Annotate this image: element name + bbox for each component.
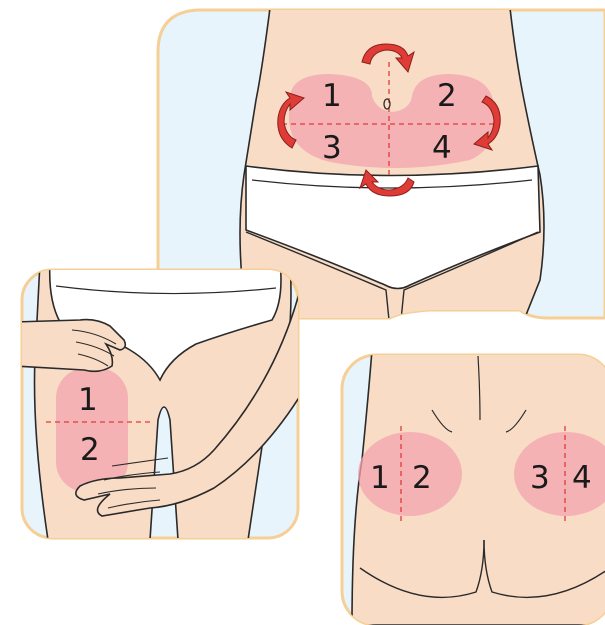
buttocks-zone-3-label: 3 [530, 460, 550, 496]
abdomen-zone-3-label: 3 [322, 130, 342, 166]
thigh-zone-2-label: 2 [80, 432, 100, 468]
thigh-panel: 1 2 [14, 262, 300, 540]
abdomen-zone-1-label: 1 [322, 78, 342, 114]
abdomen-zone-2-label: 2 [437, 78, 457, 114]
buttocks-zone-2-label: 2 [412, 460, 432, 496]
buttocks-panel: 1 2 3 4 [342, 350, 605, 625]
buttocks-zone-4-label: 4 [572, 460, 592, 496]
thigh-zone-1-label: 1 [78, 382, 98, 418]
abdomen-zone-4-label: 4 [432, 130, 452, 166]
buttocks-zone-1-label: 1 [370, 460, 390, 496]
upper-hand [14, 320, 125, 372]
